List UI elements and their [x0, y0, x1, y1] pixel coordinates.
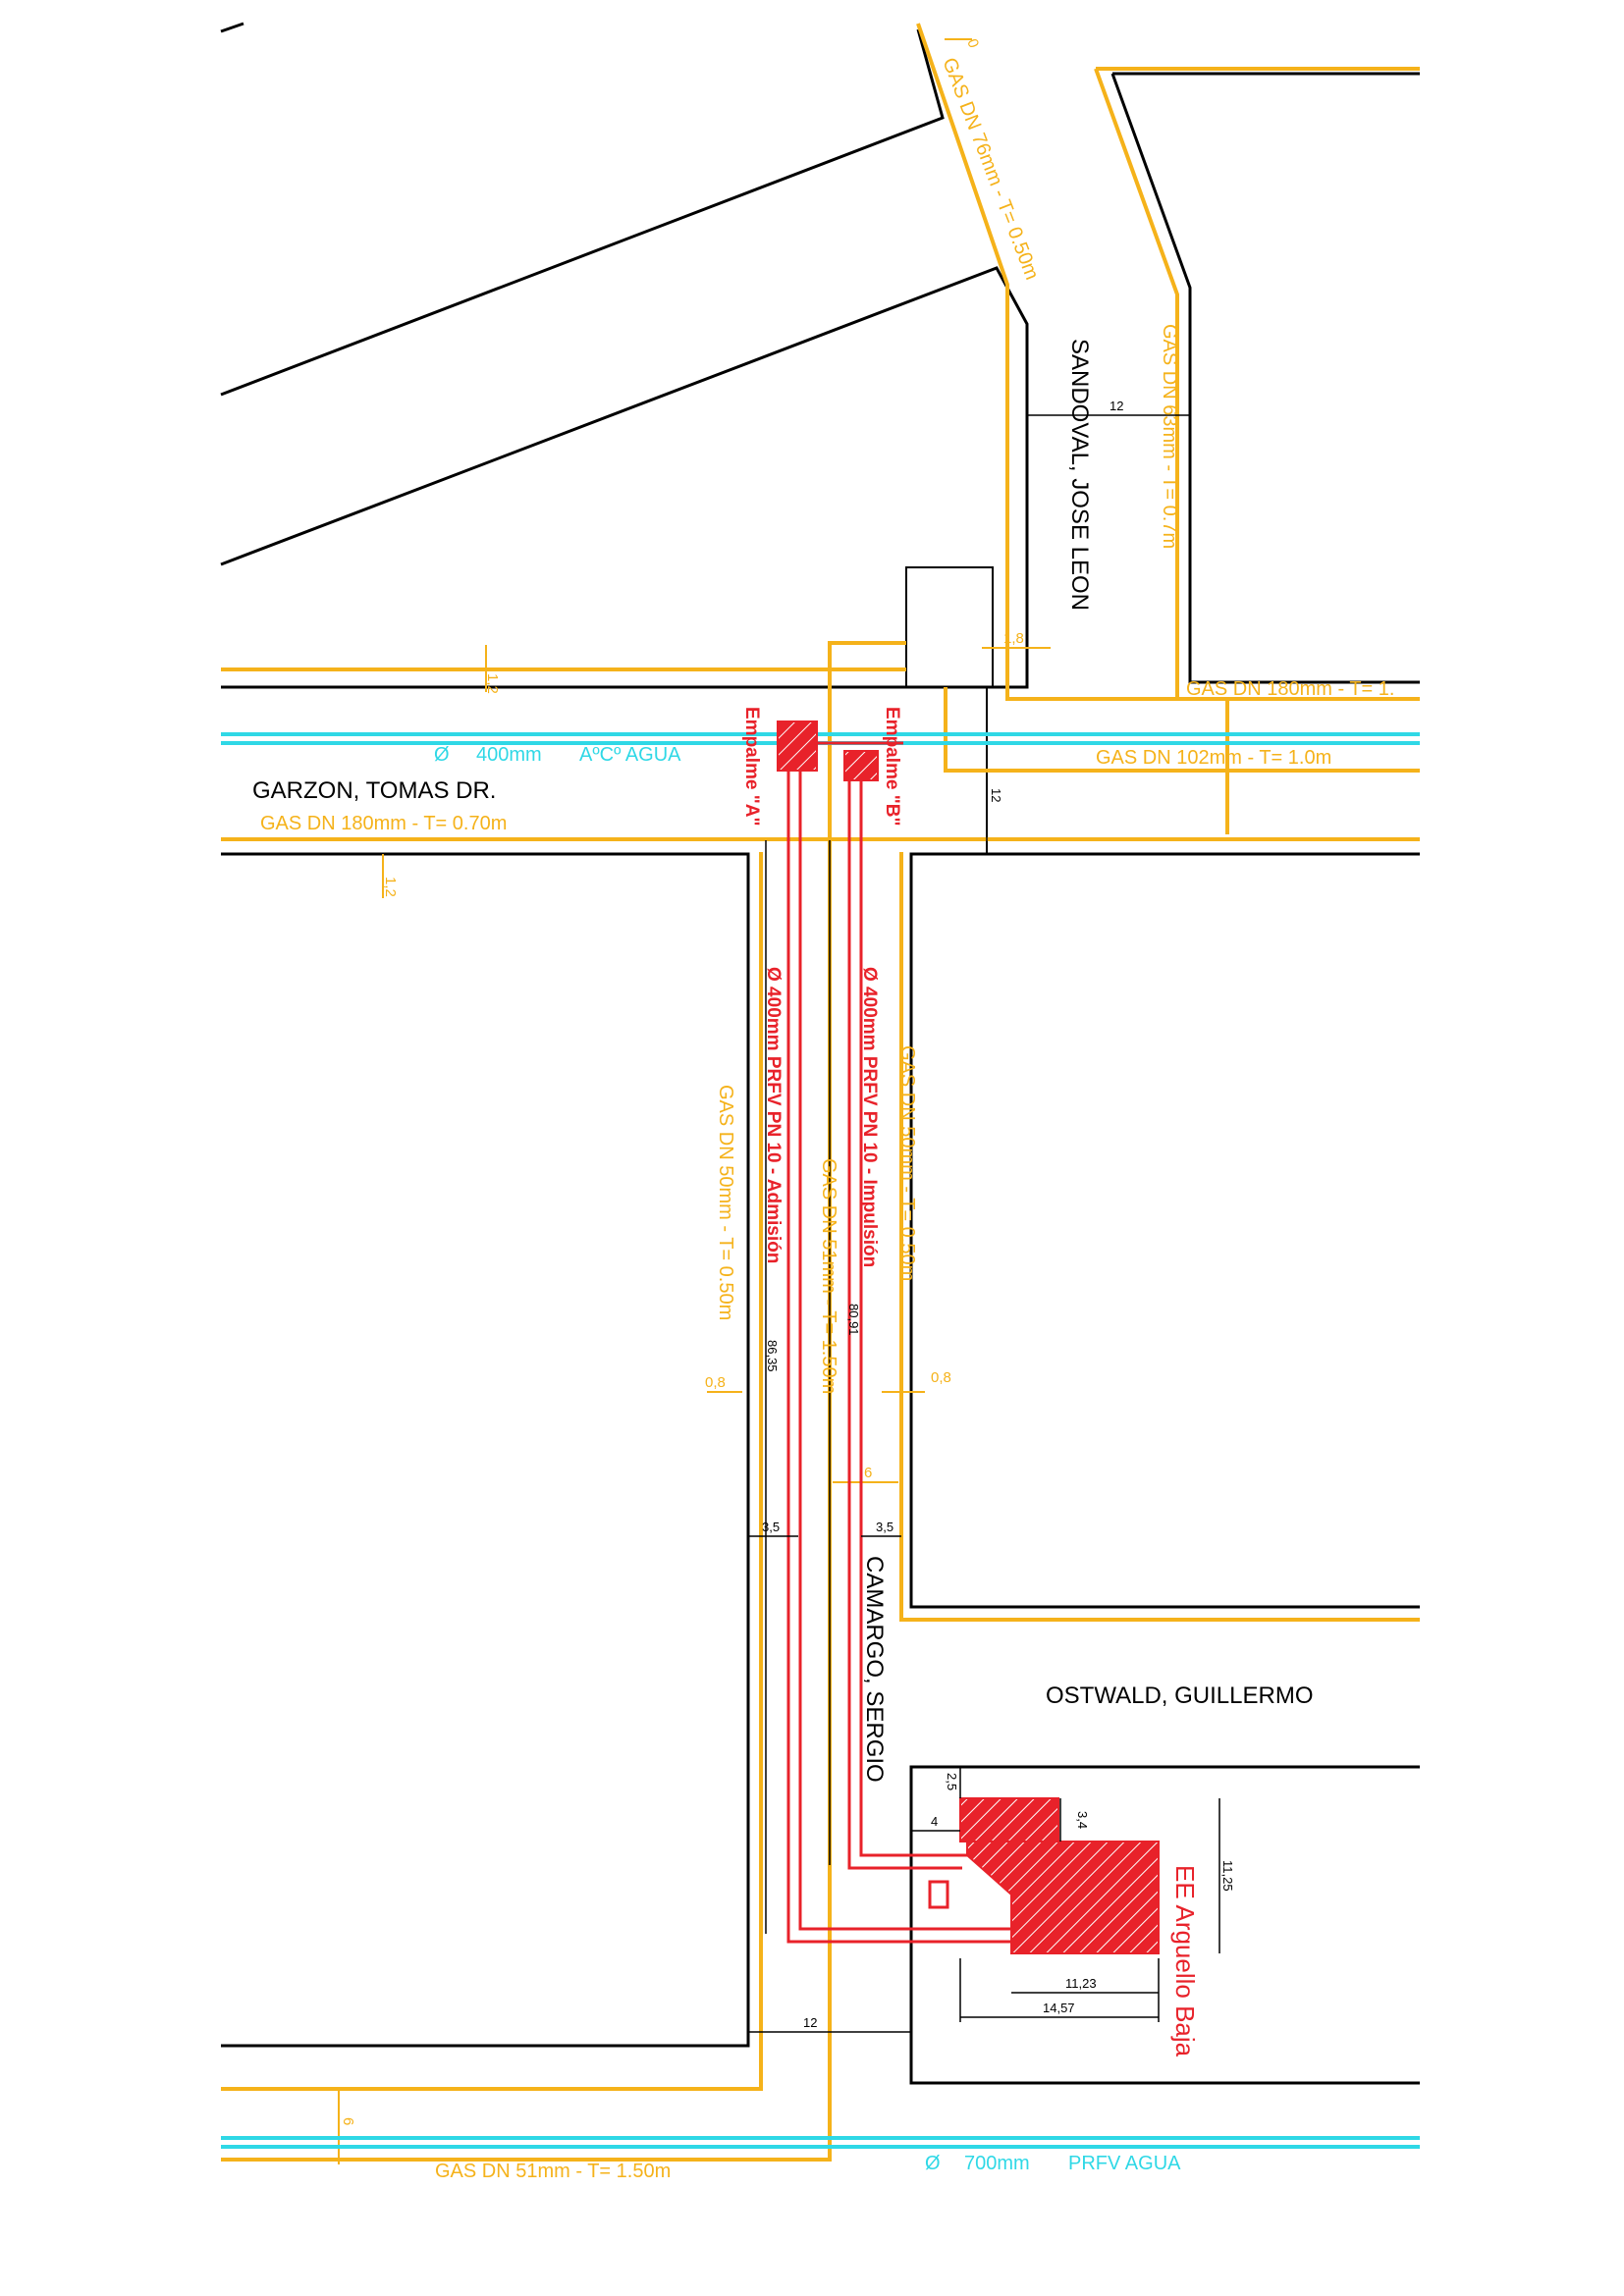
water-bottom-size: 700mm: [964, 2153, 1030, 2174]
empalme-b-label: Empalme "B": [882, 707, 902, 827]
street-garzon: GARZON, TOMAS DR.: [252, 777, 496, 804]
dim-3-5-left: 3,5: [762, 1520, 780, 1534]
gas-label-right-vert: GAS DN 63mm - T= 0.7m: [1159, 324, 1180, 549]
station-inlet: [959, 1797, 1059, 1842]
gas-label-top-diag: GAS DN 76mm - T= 0.50m: [938, 55, 1043, 283]
sewer-pipes: [777, 721, 1160, 1954]
gas-network: [221, 23, 1420, 2162]
station-name: EE Arguello Baja: [1170, 1865, 1200, 2057]
water-bottom-type: PRFV AGUA: [1068, 2153, 1181, 2174]
water-mains: [221, 732, 1420, 2149]
water-top-symbol: Ø: [434, 744, 450, 766]
water-bottom-symbol: Ø: [925, 2153, 941, 2174]
dim-14-57: 14,57: [1043, 2001, 1075, 2015]
dim-11-23: 11,23: [1065, 1976, 1097, 1991]
dim-1-2-garzon: 1,2: [382, 877, 399, 897]
water-top-size: 400mm: [476, 744, 542, 766]
dim-2-5: 2,5: [945, 1773, 959, 1790]
station-body: [966, 1841, 1160, 1954]
lot-lines: [220, 22, 1420, 2085]
dim-3-5-right: 3,5: [876, 1520, 893, 1534]
dim-4: 4: [931, 1814, 938, 1829]
dim-12-bottom: 12: [803, 2015, 817, 2030]
gas-label-right-vert-50: GAS DN 50mm - T= 0.50m: [896, 1045, 918, 1281]
dim-11-25: 11,25: [1220, 1860, 1235, 1892]
gas-label-center-51: GAS DN 51mm - T= 1.50m: [818, 1158, 839, 1394]
water-top-type: AºCº AGUA: [579, 744, 681, 766]
dim-1-8: 1,8: [1003, 630, 1024, 647]
pipe-impulsion-label: Ø 400mm PRFV PN 10 - Impulsión: [859, 967, 880, 1267]
dimension-lines: [748, 414, 1220, 2033]
street-camargo: CAMARGO, SERGIO: [861, 1556, 888, 1783]
dim-1-2-left: 1,2: [484, 673, 501, 694]
station-valve: [928, 1880, 949, 1909]
dim-12-top: 12: [1110, 399, 1123, 413]
dim-6-bottom: 6: [340, 2117, 356, 2125]
dim-3-4: 3,4: [1075, 1811, 1090, 1829]
dim-80-91: 80,91: [846, 1304, 861, 1336]
dim-6-mid: 6: [864, 1465, 872, 1481]
gas-label-right-top: GAS DN 180mm - T= 1.: [1186, 678, 1394, 700]
pipe-admision-label: Ø 400mm PRFV PN 10 - Admisión: [763, 967, 784, 1263]
empalme-b-box: [843, 750, 879, 781]
gas-label-garzon-180: GAS DN 180mm - T= 0.70m: [260, 813, 507, 834]
gas-label-left-vert-50: GAS DN 50mm - T= 0.50m: [715, 1085, 736, 1320]
dim-86-35: 86,35: [765, 1340, 780, 1372]
street-ostwald: OSTWALD, GUILLERMO: [1046, 1682, 1313, 1709]
gas-dim-ticks: [338, 38, 1051, 2164]
dim-12-mid: 12: [989, 788, 1003, 802]
empalme-a-label: Empalme "A": [741, 707, 762, 827]
gas-label-mid-102: GAS DN 102mm - T= 1.0m: [1096, 747, 1331, 769]
empalme-a-box: [777, 721, 818, 772]
gas-label-bottom-51: GAS DN 51mm - T= 1.50m: [435, 2161, 671, 2182]
street-sandoval: SANDOVAL, JOSE LEON: [1066, 339, 1093, 611]
dim-0-8-left: 0,8: [705, 1374, 726, 1391]
dim-0-8-right: 0,8: [931, 1369, 951, 1386]
